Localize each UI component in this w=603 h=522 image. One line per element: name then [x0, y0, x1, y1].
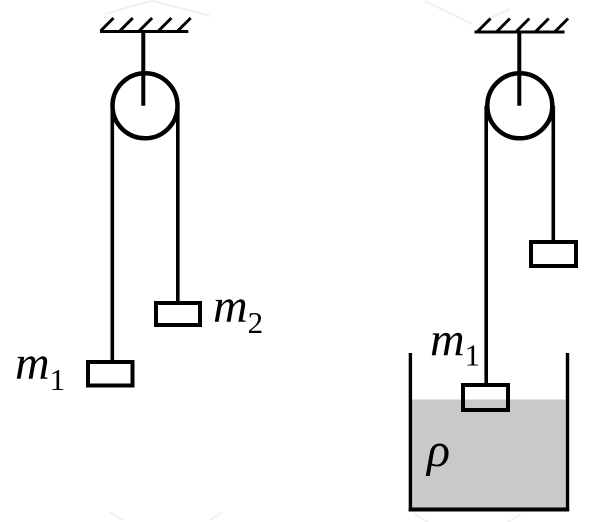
watermark-segment — [151, 0, 211, 18]
liquid-container: ρ — [408, 353, 570, 512]
hatch-mark — [118, 16, 134, 33]
right-counterweight-block — [529, 240, 578, 268]
watermark-segment — [424, 0, 473, 25]
watermark-segment — [109, 511, 124, 521]
watermark-segment — [413, 513, 429, 522]
hatch-mark — [138, 16, 154, 33]
left-mass2-block — [154, 301, 202, 327]
ceiling-hatching — [476, 17, 570, 33]
left-mass2-label: m2 — [213, 280, 263, 340]
hatch-mark — [495, 17, 511, 33]
ceiling-hatching — [99, 16, 192, 33]
hatch-mark — [157, 16, 173, 33]
left-ceiling-mount — [99, 16, 192, 33]
watermark-segment — [209, 511, 224, 521]
right-pulley-system: ρ m1 — [408, 17, 578, 512]
density-label: ρ — [425, 424, 450, 477]
left-pulley-system: m1 m2 — [15, 16, 263, 397]
left-mass1-label: m1 — [15, 337, 65, 397]
right-ceiling-mount — [474, 17, 570, 34]
hatch-mark — [554, 17, 570, 33]
liquid — [412, 399, 566, 510]
hatch-mark — [176, 16, 192, 33]
right-mass1-label: m1 — [430, 314, 480, 373]
right-mass1-block — [461, 383, 510, 412]
left-mass1-block — [86, 360, 135, 388]
hatch-mark — [534, 17, 550, 33]
watermark-segment — [104, 0, 153, 16]
hatch-mark — [476, 17, 492, 33]
hatch-mark — [515, 17, 531, 33]
watermark-segment — [507, 513, 522, 522]
hatch-mark — [99, 16, 115, 33]
